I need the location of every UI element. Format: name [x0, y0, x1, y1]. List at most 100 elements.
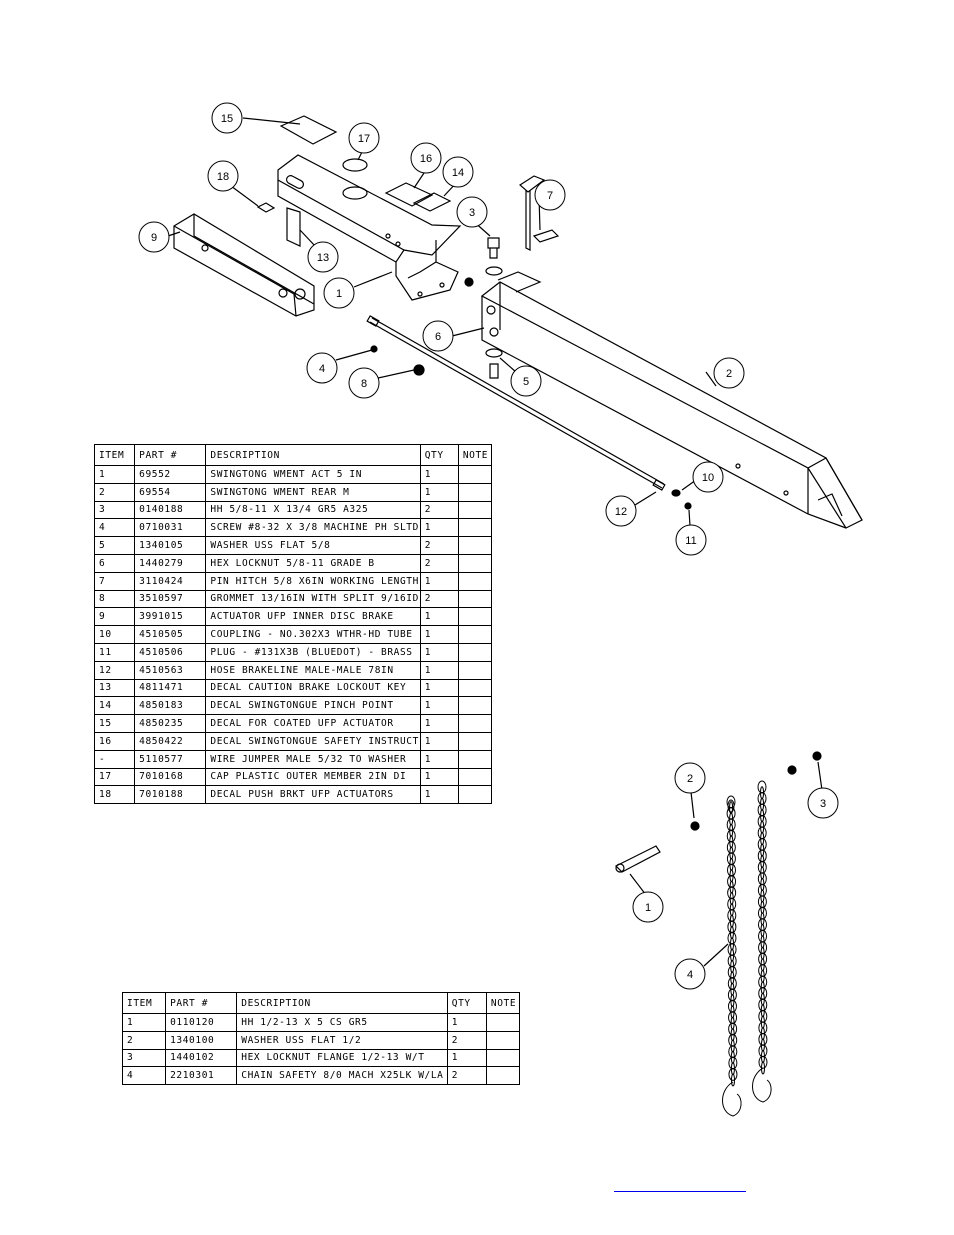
callout-number: 16	[420, 153, 432, 165]
cell-qty: 1	[419, 767, 459, 787]
cell-part-number: 1340105	[134, 536, 207, 555]
cell-note	[485, 1066, 521, 1086]
chain-link	[728, 1022, 738, 1036]
cell-note	[457, 767, 493, 787]
chain-link	[727, 999, 737, 1013]
cell-note	[457, 607, 493, 627]
cell-qty: 1	[419, 465, 459, 484]
cell-item: 8	[93, 589, 136, 609]
hyperlink-underline[interactable]	[614, 1191, 746, 1192]
cell-part-number: 7010168	[134, 767, 207, 787]
callout-balloon: 17	[348, 122, 380, 154]
cell-item: 13	[93, 678, 136, 698]
chain-link	[758, 964, 768, 978]
cell-part-number: 4510505	[134, 625, 207, 644]
chain-link	[757, 826, 767, 840]
cell-description: HH 1/2-13 X 5 CS GR5	[236, 1013, 448, 1032]
cell-description: SWINGTONG WMENT REAR M	[205, 482, 421, 502]
cell-part-number: 4850235	[134, 714, 207, 733]
cell-description: CHAIN SAFETY 8/0 MACH X25LK W/LA	[236, 1066, 448, 1086]
cell-description: PLUG - #131X3B (BLUEDOT) - BRASS	[205, 642, 421, 662]
cell-description: WASHER USS FLAT 5/8	[205, 536, 421, 555]
chain-link	[757, 791, 767, 805]
cell-note	[457, 465, 493, 484]
callout-number: 4	[319, 363, 325, 375]
cell-part-number: 4850422	[134, 731, 207, 751]
cell-note	[457, 536, 493, 555]
cell-description: WIRE JUMPER MALE 5/32 TO WASHER	[205, 749, 421, 769]
chain-link	[726, 806, 736, 820]
callout-balloon: 3	[807, 787, 839, 819]
cell-item: 5	[93, 536, 136, 555]
callout-balloon: 10	[692, 461, 724, 493]
callout-balloon: 2	[674, 762, 706, 794]
cell-qty: 2	[446, 1066, 487, 1086]
chain-link	[758, 929, 768, 943]
callout-number: 8	[361, 378, 367, 390]
cell-item: 1	[121, 1013, 167, 1032]
callout-number: 3	[820, 798, 826, 810]
table-header-row: ITEM PART # DESCRIPTION QTY NOTE	[93, 444, 493, 466]
chain-link	[757, 803, 767, 817]
header-description: DESCRIPTION	[236, 992, 448, 1014]
cell-part-number: 4811471	[134, 678, 207, 698]
callout-number: 14	[452, 167, 464, 179]
chain-link	[757, 814, 767, 828]
callout-balloon: 12	[605, 495, 637, 527]
cell-description: HEX LOCKNUT 5/8-11 GRADE B	[205, 553, 421, 573]
cell-qty: 1	[419, 731, 459, 751]
callout-balloon: 6	[422, 320, 454, 352]
cell-qty: 1	[419, 571, 459, 591]
cell-item: 11	[93, 642, 136, 662]
header-description: DESCRIPTION	[205, 444, 421, 466]
callout-number: 1	[336, 288, 342, 300]
cell-part-number: 69552	[134, 465, 207, 484]
callout-balloon: 5	[510, 365, 542, 397]
chain-link	[757, 883, 767, 897]
cell-qty: 2	[419, 553, 459, 573]
header-note: NOTE	[485, 992, 521, 1014]
cell-item: 12	[93, 660, 136, 680]
cell-description: GROMMET 13/16IN WITH SPLIT 9/16ID	[205, 589, 421, 609]
cell-item: 1	[93, 465, 136, 484]
cell-description: DECAL CAUTION BRAKE LOCKOUT KEY	[205, 678, 421, 698]
cell-note	[457, 625, 493, 644]
header-item: ITEM	[121, 992, 167, 1014]
callout-number: 4	[687, 969, 693, 981]
chain-link	[726, 863, 736, 877]
cell-description: ACTUATOR UFP INNER DISC BRAKE	[205, 607, 421, 627]
cell-item: 2	[121, 1030, 167, 1050]
cell-description: DECAL FOR COATED UFP ACTUATOR	[205, 714, 421, 733]
cell-description: PIN HITCH 5/8 X6IN WORKING LENGTH	[205, 571, 421, 591]
chain-link	[727, 897, 737, 911]
chain-link	[727, 965, 737, 979]
cell-qty: 2	[419, 589, 459, 609]
cell-qty: 1	[419, 785, 459, 805]
cell-item: 6	[93, 553, 136, 573]
callout-number: 11	[685, 535, 696, 547]
chain-link	[758, 1044, 768, 1058]
cell-item: 10	[93, 625, 136, 644]
cell-part-number: 2210301	[165, 1066, 238, 1086]
chain-link	[757, 895, 767, 909]
cell-note	[457, 696, 493, 716]
chain-link	[758, 941, 768, 955]
chain-link	[727, 954, 737, 968]
cell-part-number: 3991015	[134, 607, 207, 627]
cell-note	[485, 1013, 521, 1032]
cell-part-number: 69554	[134, 482, 207, 502]
cell-note	[485, 1048, 521, 1068]
chain-link	[728, 1067, 738, 1081]
cell-note	[457, 571, 493, 591]
callout-number: 17	[358, 133, 370, 145]
chain-link	[757, 780, 767, 794]
